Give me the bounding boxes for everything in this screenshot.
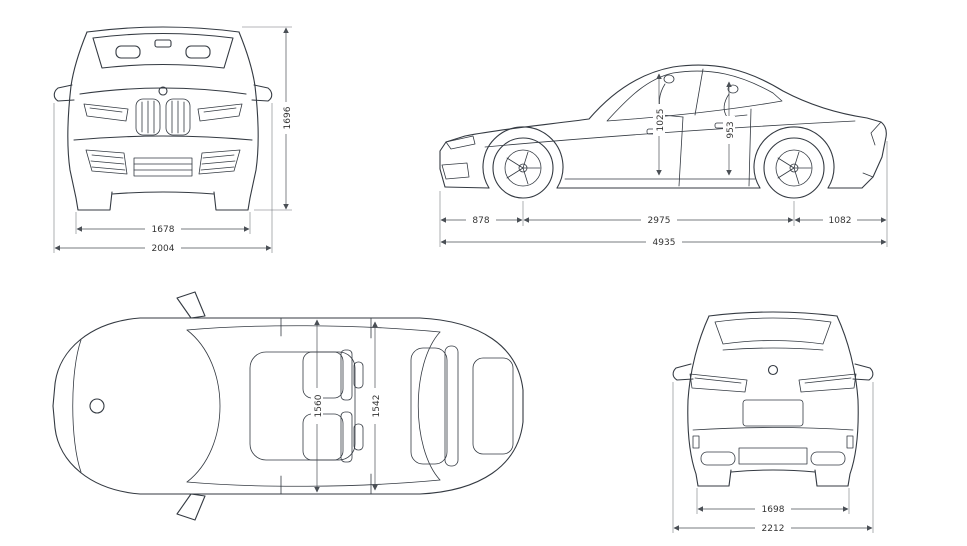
- rear-view: 1698 2212: [672, 311, 874, 534]
- top-body-outline: [52, 317, 524, 495]
- rear-bumper: [692, 435, 854, 466]
- front-view: 1696 1678 2004: [53, 26, 293, 254]
- dimension-label-track-width: 1678: [152, 225, 175, 235]
- bmw-roundel-icon-top: [89, 398, 105, 414]
- dimension-label-rear-interior-width: 1542: [372, 395, 382, 418]
- side-wheels: [492, 137, 825, 199]
- dimension-label-rear-headroom: 953: [726, 121, 736, 138]
- kidney-grille: [135, 98, 191, 136]
- front-air-intakes: [85, 149, 241, 177]
- side-dimension-labels: 1025 953 878 2975 1082 4935: [466, 104, 857, 248]
- headlights: [83, 103, 243, 122]
- rear-dimension-labels: 1698 2212: [755, 503, 791, 534]
- front-mirrors: [53, 84, 273, 102]
- car-side-drawing: [439, 64, 887, 199]
- top-view: 1560 1542: [52, 291, 524, 521]
- front-dimension-labels: 1696 1678 2004: [145, 102, 293, 254]
- dimension-label-rear-overall-width: 2212: [762, 524, 785, 534]
- side-glasshouse: [606, 68, 783, 187]
- dimension-label-overall-width: 2004: [152, 244, 175, 254]
- dimension-label-rear-overhang: 1082: [829, 216, 852, 226]
- top-mirrors: [176, 291, 206, 521]
- dimension-label-front-overhang: 878: [472, 216, 489, 226]
- top-glasshouse: [186, 325, 441, 487]
- dimension-label-front-interior-width: 1560: [314, 394, 324, 417]
- dimension-label-height: 1696: [283, 106, 293, 129]
- bmw-roundel-icon-rear: [767, 364, 779, 376]
- bmw-roundel-icon: [158, 86, 168, 96]
- side-seats: [658, 74, 748, 118]
- front-body-outline: [67, 26, 259, 199]
- rear-mirrors: [672, 363, 874, 381]
- front-wheels: [75, 191, 251, 211]
- car-front-drawing: [53, 26, 273, 211]
- dimension-label-overall-length: 4935: [653, 238, 676, 248]
- car-top-drawing: [52, 291, 524, 521]
- side-body-outline: [439, 64, 887, 189]
- sunroof: [249, 351, 356, 461]
- front-dimension-lines: [53, 26, 292, 253]
- rear-wheels: [695, 469, 851, 487]
- taillights: [689, 373, 857, 393]
- front-windshield: [92, 32, 234, 69]
- license-plate: [742, 399, 804, 427]
- dimension-label-front-headroom: 1025: [656, 109, 666, 132]
- side-front-details: [441, 121, 882, 180]
- top-dimension-labels: 1560 1542: [311, 388, 382, 424]
- rear-window: [714, 317, 832, 345]
- side-view: 1025 953 878 2975 1082 4935: [439, 64, 888, 248]
- rear-body-outline: [687, 311, 859, 475]
- car-rear-drawing: [672, 311, 874, 487]
- trunk-area: [472, 357, 514, 455]
- rear-bench-seat: [410, 345, 459, 467]
- top-dimension-lines: [314, 319, 378, 493]
- dimension-label-wheelbase: 2975: [648, 216, 671, 226]
- dimension-label-rear-track: 1698: [762, 505, 785, 515]
